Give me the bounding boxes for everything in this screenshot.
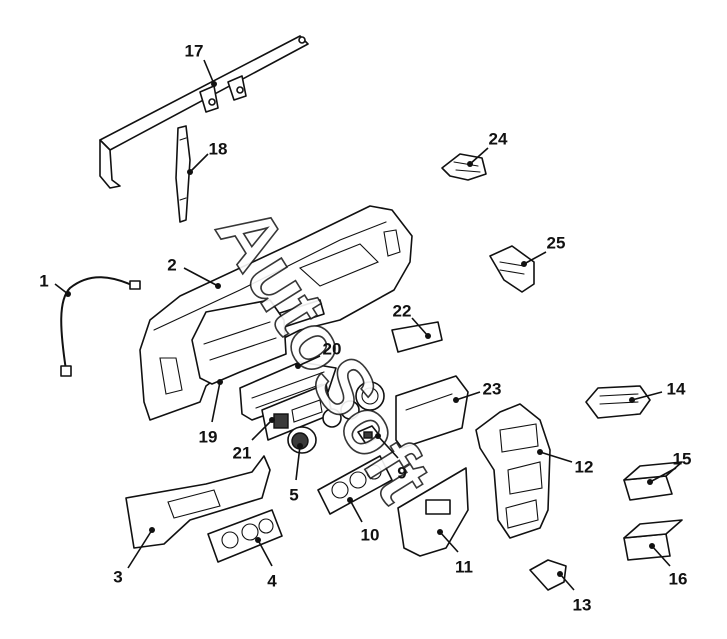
leader-dot-10 [347, 497, 353, 503]
part-1-cable[interactable] [60, 276, 141, 377]
callout-number-20[interactable]: 20 [323, 339, 342, 358]
part-3-lower-trim-panel[interactable] [125, 455, 271, 549]
leader-dot-24 [467, 161, 473, 167]
leader-dot-11 [437, 529, 443, 535]
leader-line-24 [469, 147, 489, 165]
leader-dot-16 [649, 543, 655, 549]
callout-number-2[interactable]: 2 [167, 255, 176, 274]
part-13-clip[interactable] [529, 559, 567, 591]
leader-dot-15 [647, 479, 653, 485]
leader-dot-19 [217, 379, 223, 385]
part-24-small-cover[interactable] [441, 153, 487, 181]
leader-line-17 [203, 59, 215, 85]
leader-line-22 [411, 317, 429, 337]
leader-line-13 [559, 573, 575, 591]
part-15-module[interactable] [623, 461, 683, 501]
callout-number-4[interactable]: 4 [267, 571, 277, 590]
leader-dot-22 [425, 333, 431, 339]
leader-dot-18 [187, 169, 193, 175]
part-11-side-panel[interactable] [397, 467, 469, 557]
callout-number-19[interactable]: 19 [199, 427, 218, 446]
leader-line-21 [251, 419, 273, 441]
leader-dot-5 [297, 443, 303, 449]
leader-line-11 [439, 531, 459, 553]
callout-number-22[interactable]: 22 [393, 301, 412, 320]
gauge-cluster-small[interactable] [322, 381, 385, 428]
callout-number-24[interactable]: 24 [489, 129, 508, 148]
callout-number-18[interactable]: 18 [209, 139, 228, 158]
leader-dot-9 [375, 433, 381, 439]
leader-line-12 [539, 451, 573, 463]
part-22-lid[interactable] [391, 321, 443, 353]
part-10-gauge-face[interactable] [317, 455, 393, 515]
leader-dot-14 [629, 397, 635, 403]
part-16-module[interactable] [623, 519, 683, 561]
callout-number-11[interactable]: 11 [455, 557, 473, 576]
callout-number-25[interactable]: 25 [547, 233, 566, 252]
leader-dot-4 [255, 537, 261, 543]
leader-dot-20 [295, 363, 301, 369]
callout-number-12[interactable]: 12 [575, 457, 594, 476]
callout-number-3[interactable]: 3 [113, 567, 122, 586]
leader-line-10 [349, 499, 363, 523]
leader-dot-21 [269, 417, 275, 423]
leader-line-15 [649, 467, 677, 483]
leader-line-18 [189, 153, 209, 173]
leader-dot-17 [211, 81, 217, 87]
leader-dot-12 [537, 449, 543, 455]
leader-line-14 [631, 391, 663, 401]
leader-dot-2 [215, 283, 221, 289]
leader-line-25 [523, 251, 547, 265]
part-19-cluster-hood[interactable] [191, 299, 287, 385]
callout-number-16[interactable]: 16 [669, 569, 688, 588]
part-12-console-frame[interactable] [475, 403, 551, 539]
callout-number-21[interactable]: 21 [233, 443, 252, 462]
leader-dot-13 [557, 571, 563, 577]
callout-number-23[interactable]: 23 [483, 379, 502, 398]
callout-number-1[interactable]: 1 [39, 271, 48, 290]
leader-line-9 [377, 435, 399, 459]
callout-number-17[interactable]: 17 [185, 41, 204, 60]
callout-number-15[interactable]: 15 [673, 449, 692, 468]
part-17-crossmember-beam[interactable] [99, 35, 309, 189]
part-23-glovebox-door[interactable] [395, 375, 469, 449]
callout-number-5[interactable]: 5 [289, 485, 298, 504]
leader-line-19 [211, 381, 221, 423]
leader-line-16 [651, 545, 671, 567]
leader-line-4 [257, 539, 273, 567]
leader-line-20 [297, 355, 321, 367]
callout-number-9[interactable]: 9 [397, 463, 406, 482]
leader-line-3 [127, 529, 153, 569]
leader-line-5 [295, 445, 301, 481]
leader-line-23 [455, 391, 481, 401]
callout-number-14[interactable]: 14 [667, 379, 686, 398]
part-5-knob[interactable] [287, 426, 317, 454]
leader-line-2 [183, 267, 219, 287]
part-18-bracket[interactable] [175, 125, 191, 223]
part-14-switch-housing[interactable] [585, 385, 651, 419]
callout-number-10[interactable]: 10 [361, 525, 380, 544]
part-25-vent[interactable] [489, 245, 535, 293]
leader-dot-25 [521, 261, 527, 267]
callout-number-13[interactable]: 13 [573, 595, 592, 614]
leader-dot-23 [453, 397, 459, 403]
part-4-gauge-face[interactable] [207, 509, 283, 563]
leader-dot-1 [65, 291, 71, 297]
leader-dot-3 [149, 527, 155, 533]
